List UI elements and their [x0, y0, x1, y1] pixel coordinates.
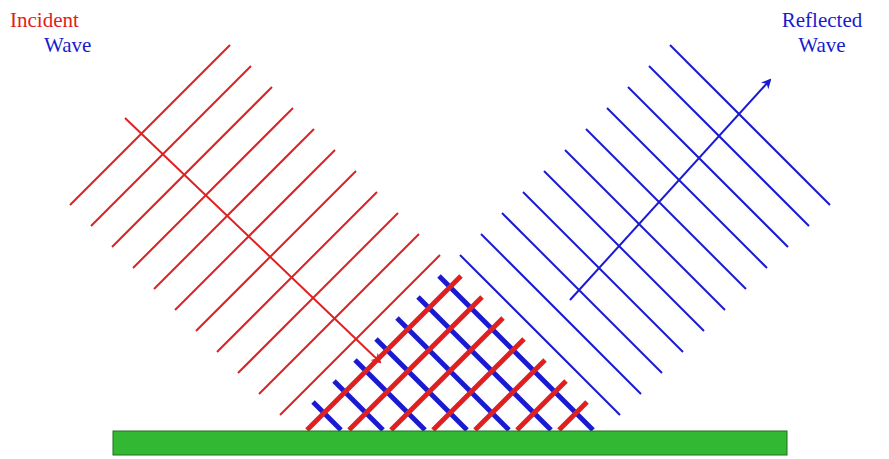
reflected-wavefront — [586, 129, 746, 289]
incident-wavefront — [196, 171, 356, 331]
reflected-wavefront — [523, 192, 683, 352]
reflected-wavefront — [565, 150, 725, 310]
wave-label: Wave — [44, 33, 91, 58]
incident-wavefront — [175, 150, 335, 310]
reflected-wavefront — [376, 339, 467, 430]
incident-wavefront — [112, 87, 272, 247]
reflected-wavefront — [502, 213, 662, 373]
incident-wavefront — [70, 45, 230, 205]
incident-wavefront — [559, 402, 587, 430]
reflected-wavefront — [481, 234, 641, 394]
reflected-wavefront — [418, 297, 551, 430]
reflected-wavefront — [670, 45, 830, 205]
incident-wavefront — [517, 381, 566, 430]
reflected-wavefront — [313, 402, 341, 430]
incident-wavefront — [280, 255, 440, 415]
wavefronts — [70, 45, 830, 430]
incident-wavefront — [133, 108, 293, 268]
reflected-wavefront — [607, 108, 767, 268]
incident-label: Incident — [10, 8, 79, 33]
reflected-wavefront — [649, 66, 809, 226]
reflected-wavefront — [544, 171, 704, 331]
reflected-wavefront — [628, 87, 788, 247]
incident-wavefront — [154, 129, 314, 289]
reflected-arrow — [570, 80, 770, 300]
incident-wavefront — [475, 360, 545, 430]
reflecting-surface — [113, 431, 787, 455]
incident-wavefront — [433, 339, 524, 430]
incident-arrow — [125, 118, 380, 362]
incident-wavefront — [91, 66, 251, 226]
incident-wavefront — [349, 297, 482, 430]
incident-wavefront — [238, 213, 398, 373]
incident-wavefront — [259, 234, 419, 394]
incident-wavefront — [307, 276, 461, 430]
incident-wavefront — [217, 192, 377, 352]
reflected-label: Reflected Wave — [766, 8, 878, 58]
